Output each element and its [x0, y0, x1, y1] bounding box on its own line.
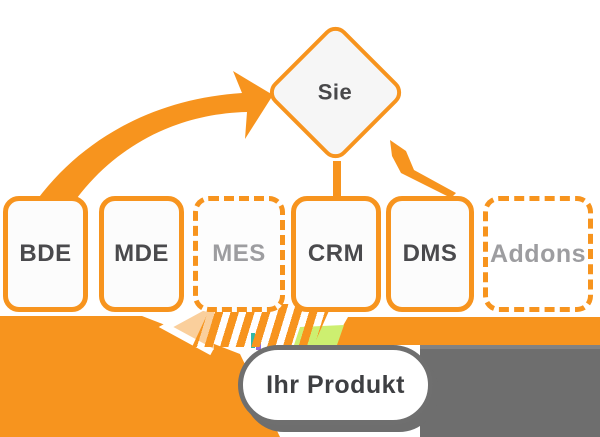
- swoosh-arrow: [22, 71, 273, 224]
- module-label: MDE: [114, 240, 169, 267]
- module-label: BDE: [19, 240, 72, 267]
- module-label: DMS: [402, 240, 458, 267]
- product-pill-node: Ihr Produkt: [238, 345, 433, 425]
- orange-band: [332, 317, 600, 345]
- module-label: MES: [212, 240, 266, 267]
- module-label: CRM: [307, 240, 365, 267]
- module-box-dms: DMS: [386, 196, 474, 312]
- product-pill-label: Ihr Produkt: [266, 370, 405, 399]
- module-box-bde: BDE: [3, 196, 88, 312]
- module-box-mes: MES: [193, 196, 285, 312]
- gray-panel: [420, 349, 600, 437]
- module-box-mde: MDE: [99, 196, 184, 312]
- module-box-crm: CRM: [291, 196, 381, 312]
- connector-sie-crm: [333, 161, 341, 198]
- you-diamond-label: Sie: [318, 79, 353, 105]
- module-box-addons: Addons: [483, 196, 593, 312]
- gray-panel-top-edge: [420, 344, 600, 350]
- module-label: Addons: [489, 239, 587, 268]
- connector-sie-dms: [390, 140, 456, 198]
